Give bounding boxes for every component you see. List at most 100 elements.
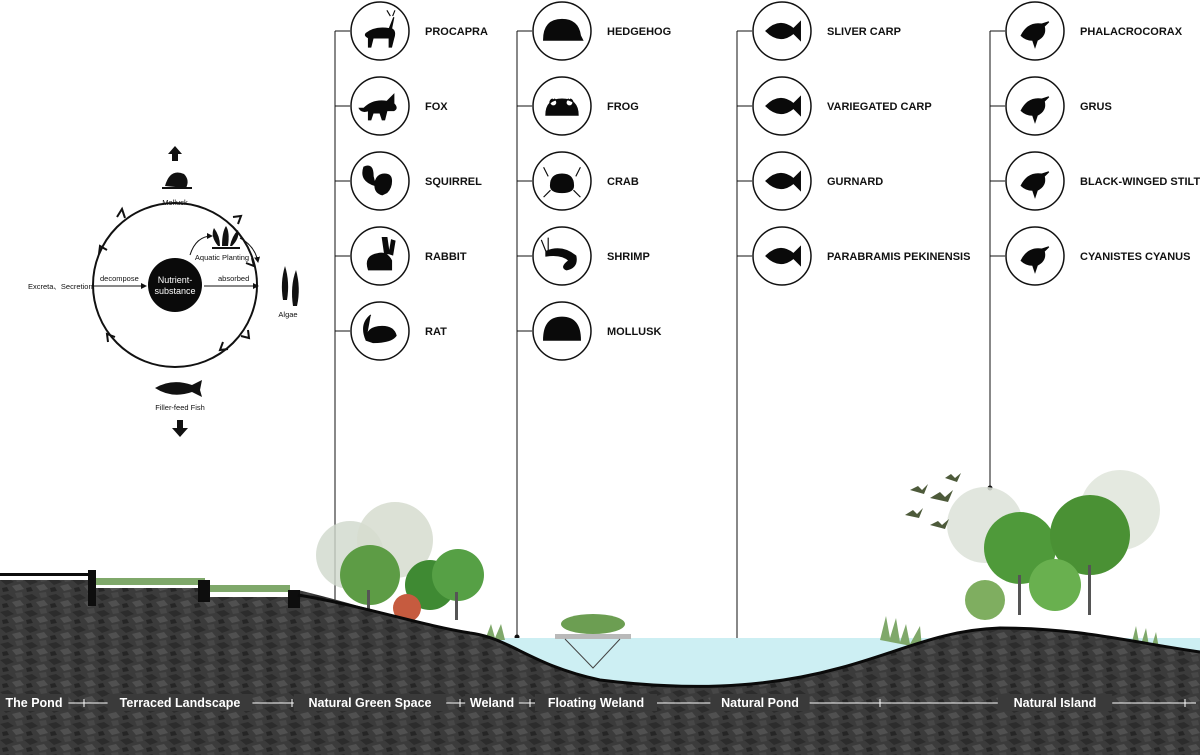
fish-icon <box>765 245 801 267</box>
species-item: RABBIT <box>335 226 467 286</box>
zone-labels: The Pond Terraced Landscape Natural Green … <box>0 694 1196 711</box>
species-label: CRAB <box>607 176 639 188</box>
zone-label-bg <box>0 694 69 711</box>
zone-label: Natural Green Space <box>309 696 432 710</box>
rat-icon <box>363 314 397 344</box>
species-label: RABBIT <box>425 251 467 263</box>
fish-icon <box>765 170 801 192</box>
fish-icon <box>765 20 801 42</box>
down-arrow-icon <box>172 420 188 437</box>
squirrel-icon <box>362 165 393 196</box>
zone-label-bg <box>293 694 447 711</box>
terrace-walls <box>0 570 300 608</box>
crab-icon <box>543 166 581 198</box>
species-item: BLACK-WINGED STILT <box>990 151 1200 211</box>
zone-label: The Pond <box>6 696 63 710</box>
zone-label: Natural Island <box>1014 696 1097 710</box>
mollusk-small-icon <box>162 172 192 189</box>
procapra-icon <box>364 10 396 48</box>
species-columns: PROCAPRA FOX SQUIRREL RABBIT RAT HEDGEHOG FROG… <box>332 1 1200 658</box>
filter-fish-icon <box>155 380 202 397</box>
species-label: FOX <box>425 101 448 113</box>
mollusk-label: Mollusk <box>162 198 188 207</box>
floating-wetland <box>555 614 631 669</box>
species-item: PARABRAMIS PEKINENSIS <box>737 226 970 286</box>
species-item: PROCAPRA <box>335 1 488 61</box>
bird-icon <box>1020 21 1050 49</box>
algae-icon <box>281 266 299 306</box>
species-item: MOLLUSK <box>517 301 661 361</box>
trees-island <box>947 470 1160 620</box>
species-label: MOLLUSK <box>607 326 661 338</box>
zone-label-bg <box>465 694 519 711</box>
species-label: SQUIRREL <box>425 176 482 188</box>
nutrient-center <box>148 258 202 312</box>
bird-icon <box>1020 246 1050 274</box>
species-item: VARIEGATED CARP <box>737 76 932 136</box>
species-label: PHALACROCORAX <box>1080 26 1183 38</box>
zone-label: Floating Weland <box>548 696 644 710</box>
up-arrow-icon <box>168 146 182 161</box>
species-label: GURNARD <box>827 176 883 188</box>
zone-label: Natural Pond <box>721 696 799 710</box>
frog-icon <box>545 98 579 116</box>
lotus-icon <box>212 226 240 249</box>
fox-icon <box>358 93 397 121</box>
species-label: PARABRAMIS PEKINENSIS <box>827 251 970 263</box>
species-item: CRAB <box>517 151 639 211</box>
species-item: GRUS <box>990 76 1112 136</box>
species-column-3: SLIVER CARP VARIEGATED CARP GURNARD PARABRA… <box>734 1 970 658</box>
rabbit-icon <box>366 237 396 271</box>
species-item: SHRIMP <box>517 226 650 286</box>
species-label: FROG <box>607 101 639 113</box>
zone-label-bg <box>997 694 1113 711</box>
hedgehog-icon <box>543 18 584 41</box>
species-label: RAT <box>425 326 447 338</box>
species-column-1: PROCAPRA FOX SQUIRREL RABBIT RAT <box>332 1 488 610</box>
center-label-2: substance <box>154 286 195 296</box>
algae-label: Algae <box>278 310 297 319</box>
species-column-2: HEDGEHOG FROG CRAB SHRIMP MOLLUSK <box>514 1 671 640</box>
absorbed-label: absorbed <box>218 274 249 283</box>
landscape-section <box>0 470 1200 755</box>
species-item: GURNARD <box>737 151 883 211</box>
nutrient-cycle: Nutrient- substance Mollusk Filler-feed … <box>28 146 299 437</box>
species-label: VARIEGATED CARP <box>827 101 932 113</box>
filter-fish-label: Filler-feed Fish <box>155 403 205 412</box>
center-label-1: Nutrient- <box>158 275 193 285</box>
mollusk-icon <box>543 316 581 341</box>
flying-birds <box>905 473 961 529</box>
species-label: BLACK-WINGED STILT <box>1080 176 1200 188</box>
zone-label-bg <box>535 694 657 711</box>
species-label: SLIVER CARP <box>827 26 901 38</box>
species-item: SQUIRREL <box>335 151 482 211</box>
ground-outline <box>297 593 1200 688</box>
zone-label: Weland <box>470 696 514 710</box>
species-item: FOX <box>335 76 448 136</box>
species-item: CYANISTES CYANUS <box>990 226 1190 286</box>
species-item: RAT <box>335 301 447 361</box>
species-item: HEDGEHOG <box>517 1 671 61</box>
species-item: FROG <box>517 76 639 136</box>
trees-green-space <box>316 502 484 622</box>
species-column-4: PHALACROCORAX GRUS BLACK-WINGED STILT CYANI… <box>987 1 1200 491</box>
species-item: SLIVER CARP <box>737 1 901 61</box>
zone-label-bg <box>710 694 810 711</box>
cycle-chevrons <box>98 206 256 352</box>
aquatic-label: Aquatic Planting <box>195 253 249 262</box>
ground-section <box>0 580 1200 755</box>
species-label: CYANISTES CYANUS <box>1080 251 1190 263</box>
zone-label-bg <box>107 694 253 711</box>
decompose-label: decompose <box>100 274 139 283</box>
species-label: GRUS <box>1080 101 1112 113</box>
species-label: HEDGEHOG <box>607 26 671 38</box>
excreta-label: Excreta、Secretion <box>28 282 93 291</box>
zone-label: Terraced Landscape <box>120 696 241 710</box>
fish-icon <box>765 95 801 117</box>
shrimp-icon <box>540 237 577 271</box>
species-label: PROCAPRA <box>425 26 488 38</box>
bird-icon <box>1020 171 1050 199</box>
bird-icon <box>1020 96 1050 124</box>
species-label: SHRIMP <box>607 251 650 263</box>
